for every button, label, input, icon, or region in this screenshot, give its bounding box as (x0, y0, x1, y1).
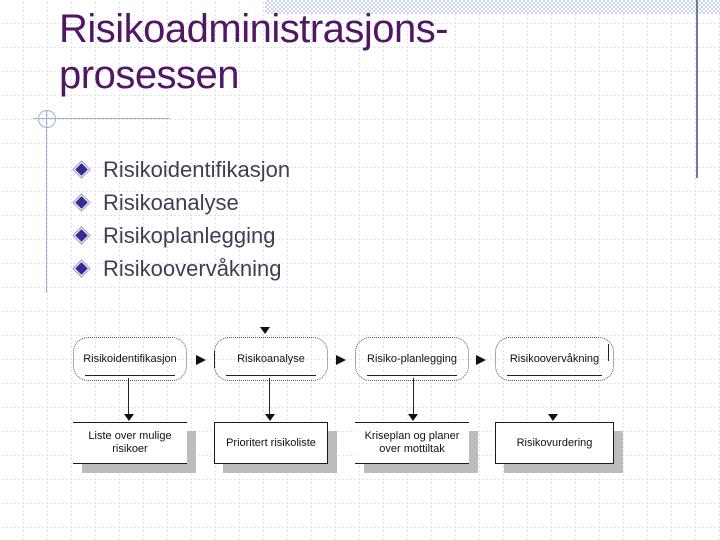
circle-decoration (38, 110, 56, 128)
bullet-label: Risikoovervåkning (103, 255, 282, 281)
output-box: Kriseplan og planer over mottiltak (355, 422, 469, 464)
bullet-item: Risikoidentifikasjon (75, 153, 291, 186)
connector-line (413, 378, 414, 415)
flow-column-risikoovervakning: Risikoovervåkning Risikovurdering (495, 337, 614, 464)
flow-column-risikoplanlegging: Risiko-planlegging Kriseplan og planer o… (355, 337, 469, 464)
output-label: Kriseplan og planer over mottiltak (364, 430, 460, 455)
arrow-right-icon (196, 355, 206, 365)
page-title-line-1: Risikoadministrasjons- (59, 7, 449, 51)
output-box: Prioritert risikoliste (214, 422, 328, 464)
stage-box: Risikoovervåkning (495, 337, 614, 381)
page-title-line-2: prosessen (59, 53, 240, 97)
output-label: Risikovurdering (516, 436, 593, 449)
bullet-item: Risikoanalyse (75, 186, 290, 219)
bullet-label: Risikoanalyse (103, 189, 239, 215)
connector-line (269, 378, 270, 415)
flow-column-risikoidentifikasjon: Risikoidentifikasjon Liste over mulige r… (73, 337, 187, 464)
stage-box: Risikoanalyse (214, 337, 328, 381)
bullet-label: Risikoidentifikasjon (103, 156, 291, 182)
output-label: Prioritert risikoliste (226, 436, 316, 449)
arrow-down-icon (260, 327, 270, 334)
stage-box: Risiko-planlegging (355, 337, 469, 381)
stage-label: Risikoanalyse (237, 353, 305, 365)
connector-tick (214, 351, 215, 368)
arrow-down-icon (408, 414, 418, 421)
left-rule-decoration (46, 110, 47, 293)
connector-line (128, 378, 129, 415)
arrow-down-icon (265, 414, 275, 421)
bullet-label: Risikoplanlegging (103, 222, 276, 248)
top-band-decoration (265, 0, 720, 14)
stage-underline (85, 375, 175, 376)
arrow-down-icon (548, 414, 558, 421)
page-title: Risikoadministrasjons- prosessen (59, 6, 449, 98)
bullet-list: Risikoidentifikasjon Risikoanalyse Risik… (75, 153, 291, 285)
title-underline-decoration (33, 118, 170, 119)
stage-box: Risikoidentifikasjon (73, 337, 187, 381)
stage-label: Risiko-planlegging (367, 353, 457, 365)
right-edge-line (696, 0, 698, 178)
stage-underline (367, 375, 457, 376)
stage-underline (507, 375, 602, 376)
flow-column-risikoanalyse: Risikoanalyse Prioritert risikoliste (214, 337, 328, 464)
bullet-item: Risikoplanlegging (75, 219, 290, 252)
output-label: Liste over mulige risikoer (88, 430, 172, 455)
stage-underline (226, 375, 316, 376)
stage-label: Risikoovervåkning (509, 353, 600, 365)
stage-label: Risikoidentifikasjon (83, 353, 177, 365)
arrow-right-icon (336, 355, 346, 365)
text-cursor (608, 344, 609, 361)
arrow-right-icon (476, 355, 486, 365)
arrow-down-icon (124, 414, 134, 421)
output-box: Liste over mulige risikoer (73, 422, 187, 464)
output-box: Risikovurdering (495, 422, 614, 464)
bullet-item: Risikoovervåkning (75, 252, 290, 285)
